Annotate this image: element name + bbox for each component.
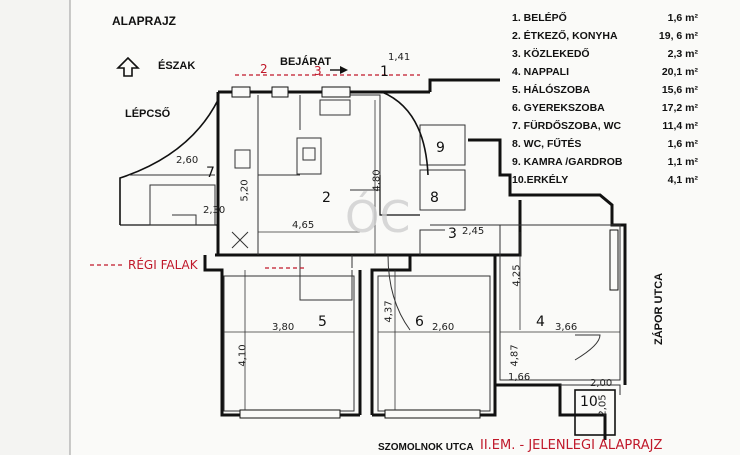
dim-label: 1,41 — [388, 52, 411, 63]
hall-wall — [379, 175, 420, 216]
stair-arc — [119, 99, 219, 225]
dim-label: 4,37 — [383, 300, 395, 323]
legend-label: 10.ERKÉLY — [512, 174, 569, 186]
old-walls-label: RÉGI FALAK — [128, 258, 198, 272]
dim-label: 3,80 — [272, 322, 295, 333]
dimension-lines — [224, 100, 620, 410]
balcony — [574, 389, 616, 436]
legend-label: 4. NAPPALI — [512, 66, 569, 78]
legend-area: 4,1 m² — [667, 174, 698, 186]
legend-area: 20,1 m² — [661, 66, 698, 78]
legend-row: 3. KÖZLEKEDŐ 2,3 m² — [512, 48, 698, 66]
legend-label: 8. WC, FŰTÉS — [512, 138, 582, 150]
room-number-2: 2 — [322, 190, 331, 206]
legend-label: 5. HÁLÓSZOBA — [512, 84, 591, 96]
dim-label: 4,65 — [292, 220, 315, 231]
marker-3: 3 — [314, 64, 322, 78]
dim-label: 4,87 — [509, 344, 521, 367]
room-number-6: 6 — [415, 314, 424, 330]
dim-label: 2,45 — [462, 226, 485, 237]
dim-label: 2,60 — [176, 155, 199, 166]
old-walls-dashed — [90, 74, 420, 269]
room-number-1: 1 — [380, 64, 389, 80]
legend-area: 15,6 m² — [661, 84, 698, 96]
legend-label: 9. KAMRA /GARDROB — [512, 156, 623, 168]
dim-label: 5,20 — [239, 179, 251, 202]
room-number-9: 9 — [436, 140, 445, 156]
street-bottom: SZOMOLNOK UTCA — [378, 442, 474, 453]
legend-label: 3. KÖZLEKEDŐ — [512, 48, 590, 60]
street-right: ZÁPOR UTCA — [653, 272, 665, 345]
window-marks — [231, 86, 619, 419]
legend-row: 8. WC, FŰTÉS 1,6 m² — [512, 138, 698, 156]
legend-label: 2. ÉTKEZŐ, KONYHA — [512, 30, 618, 42]
legend-area: 2,3 m² — [667, 48, 698, 60]
legend-row: 7. FÜRDŐSZOBA, WC 11,4 m² — [512, 120, 698, 138]
legend-label: 1. BELÉPŐ — [512, 12, 567, 24]
room-number-4: 4 — [536, 314, 545, 330]
legend-row: 1. BELÉPŐ 1,6 m² — [512, 12, 698, 30]
room-number-3: 3 — [448, 226, 457, 242]
legend-row: 6. GYEREKSZOBA 17,2 m² — [512, 102, 698, 120]
dim-label: 4,10 — [237, 344, 249, 367]
north-label: ÉSZAK — [158, 60, 196, 72]
room-number-7: 7 — [206, 165, 215, 181]
legend-label: 6. GYEREKSZOBA — [512, 102, 605, 114]
entrance-label: BEJÁRAT — [280, 56, 332, 68]
legend-area: 1,6 m² — [667, 12, 698, 24]
legend-row: 4. NAPPALI 20,1 m² — [512, 66, 698, 84]
north-arrow-icon — [116, 56, 140, 77]
dim-label: 4,80 — [371, 169, 383, 192]
watermark-mark: ÓC — [345, 190, 410, 243]
paper-sheet — [70, 0, 740, 455]
plan-title: ALAPRAJZ — [112, 14, 177, 28]
entrance-arrow-icon — [340, 66, 348, 74]
door-swing — [381, 91, 429, 176]
stairs-label: LÉPCSŐ — [125, 108, 171, 120]
legend-area: 1,1 m² — [667, 156, 698, 168]
legend-area: 17,2 m² — [661, 102, 698, 114]
dim-label: 1,66 — [508, 372, 531, 383]
legend-area: 1,6 m² — [667, 138, 698, 150]
marker-2: 2 — [260, 62, 268, 76]
legend-row: 2. ÉTKEZŐ, KONYHA 19, 6 m² — [512, 30, 698, 48]
dim-label: 2,05 — [597, 394, 609, 417]
legend-area: 19, 6 m² — [658, 30, 698, 42]
floor-note: II.EM. - JELENLEGI ALAPRAJZ — [480, 438, 663, 453]
dim-label: 2,30 — [203, 205, 226, 216]
dim-label: 4,25 — [511, 264, 523, 287]
dim-label: 3,66 — [555, 322, 578, 333]
legend-row: 9. KAMRA /GARDROB 1,1 m² — [512, 156, 698, 174]
dim-label: 2,00 — [590, 378, 613, 389]
legend-label: 7. FÜRDŐSZOBA, WC — [512, 120, 622, 132]
room-number-10: 10 — [580, 394, 598, 410]
dim-label: 2,60 — [432, 322, 455, 333]
legend-row: 5. HÁLÓSZOBA 15,6 m² — [512, 84, 698, 102]
room-number-8: 8 — [430, 190, 439, 206]
legend-row: 10.ERKÉLY 4,1 m² — [512, 174, 698, 192]
room-number-5: 5 — [318, 314, 327, 330]
legend-area: 11,4 m² — [662, 120, 698, 132]
